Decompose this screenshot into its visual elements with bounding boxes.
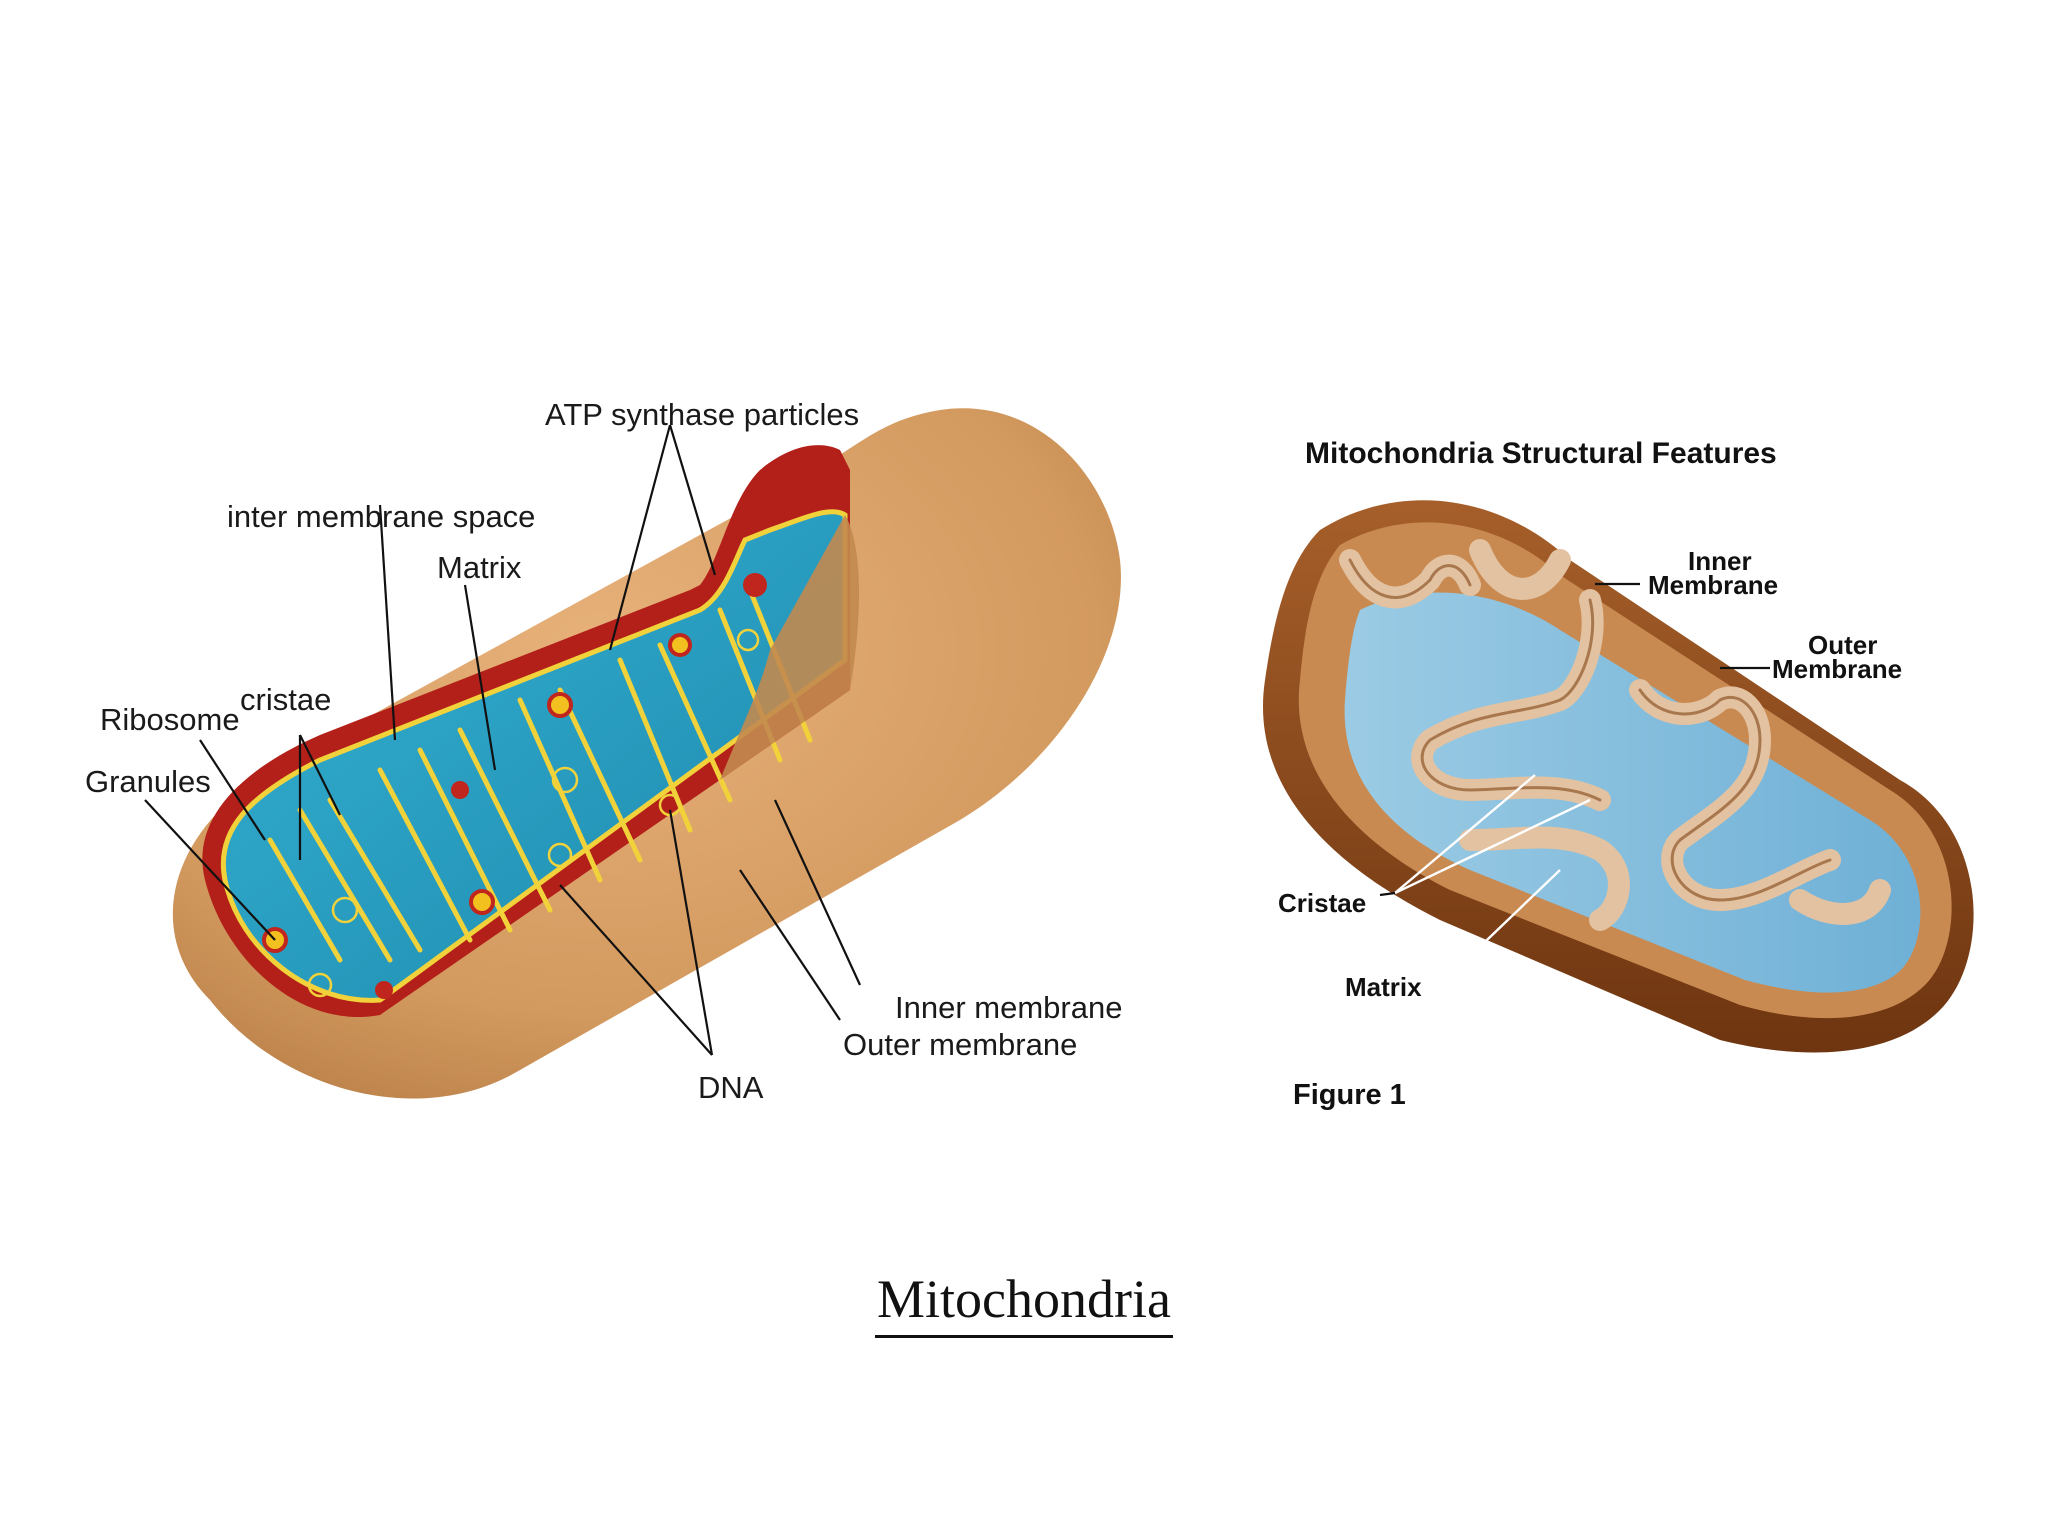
cut-face bbox=[720, 515, 860, 780]
label-granules: Granules bbox=[85, 764, 211, 799]
granules bbox=[262, 573, 767, 999]
label-outer-membrane-2: Membrane bbox=[1772, 654, 1902, 684]
figure-caption: Figure 1 bbox=[1293, 1079, 1406, 1111]
label-cristae: Cristae bbox=[1278, 888, 1366, 918]
label-ribosome: Ribosome bbox=[100, 702, 240, 737]
label-matrix: Matrix bbox=[1345, 972, 1422, 1002]
slide-title: Mitochondria bbox=[0, 1268, 2048, 1338]
label-outer-membrane: Outer membrane bbox=[843, 1027, 1077, 1062]
label-inner-membrane: Inner membrane bbox=[895, 990, 1122, 1025]
left-leader-lines bbox=[144, 424, 861, 1056]
label-matrix: Matrix bbox=[437, 550, 522, 585]
label-cristae: cristae bbox=[240, 682, 331, 717]
right-diagram-title: Mitochondria Structural Features bbox=[1305, 437, 1777, 470]
label-dna: DNA bbox=[698, 1070, 764, 1105]
label-outer-membrane-1: Outer bbox=[1808, 630, 1877, 660]
label-inner-membrane-1: Inner bbox=[1688, 546, 1752, 576]
left-mitochondrion: ATP synthase particles inter membrane sp… bbox=[85, 397, 1122, 1105]
slide-title-text: Mitochondria bbox=[875, 1269, 1173, 1338]
right-leader-lines bbox=[1379, 582, 1770, 986]
label-inner-membrane-2: Membrane bbox=[1648, 570, 1778, 600]
right-mitochondrion: Mitochondria Structural Features bbox=[1262, 437, 1974, 1111]
right-cristae-edge bbox=[1348, 558, 1832, 902]
label-atp-synthase: ATP synthase particles bbox=[545, 397, 859, 432]
label-inter-membrane-space: inter membrane space bbox=[227, 499, 535, 534]
